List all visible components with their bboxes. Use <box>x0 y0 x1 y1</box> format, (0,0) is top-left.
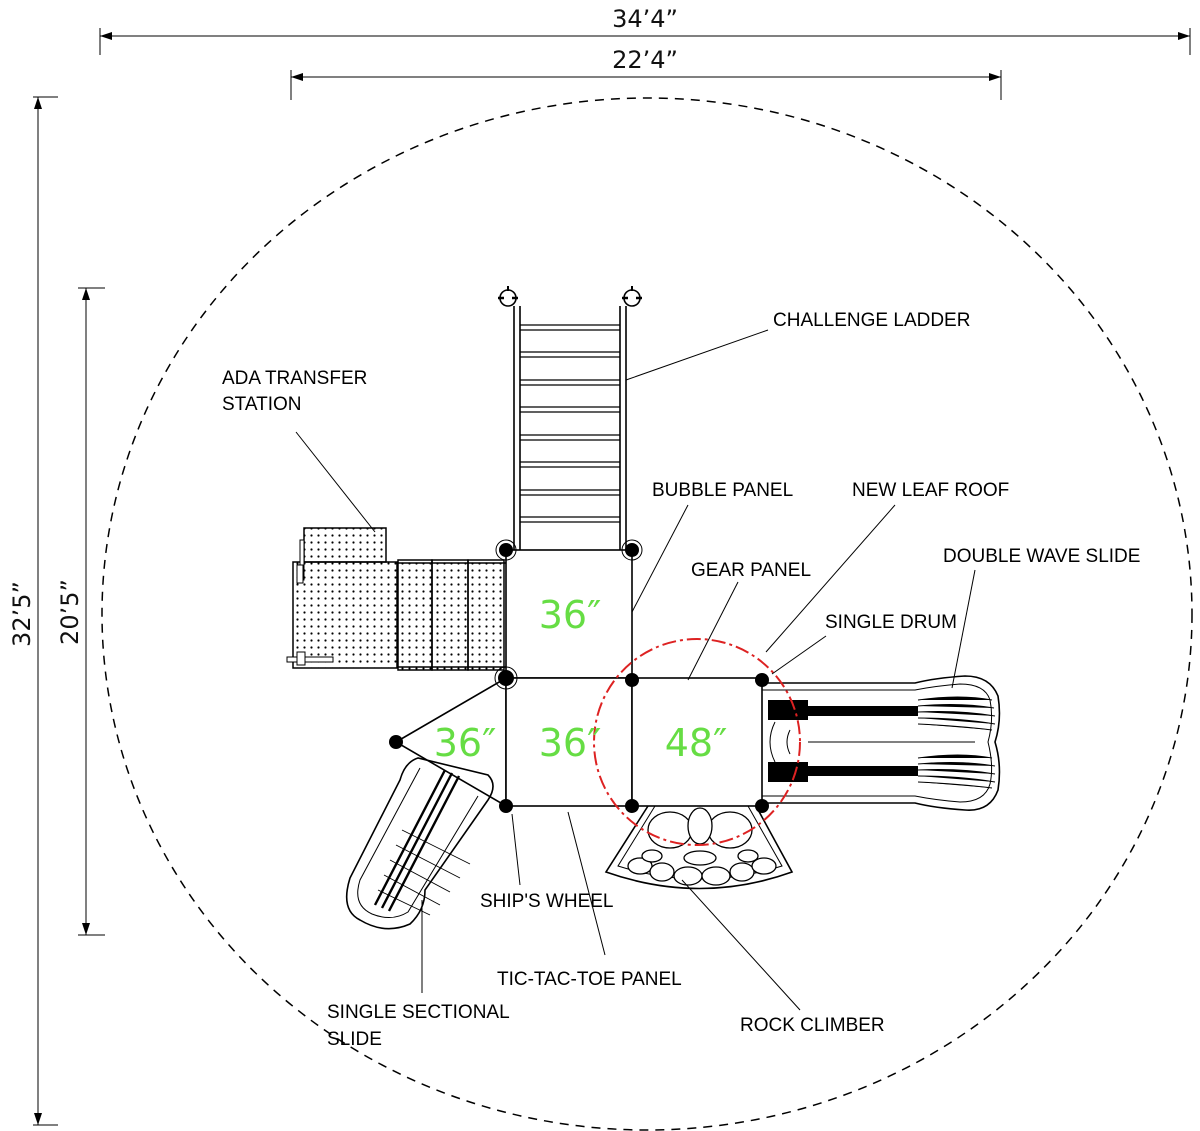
ada-transfer-label-line1: ADA TRANSFER <box>222 368 367 389</box>
double-wave-slide-label: DOUBLE WAVE SLIDE <box>943 546 1140 567</box>
single-sectional-label-line2: SLIDE <box>327 1029 382 1050</box>
single-sectional-slide <box>345 757 494 930</box>
challenge-ladder-label: CHALLENGE LADDER <box>773 310 970 331</box>
inner-width-label: 22’4” <box>612 46 678 74</box>
upper-deck-height: 36″ <box>539 593 602 637</box>
ships-wheel-label: SHIP'S WHEEL <box>480 891 614 912</box>
single-drum-label: SINGLE DRUM <box>825 612 957 633</box>
inner-depth-label: 20’5” <box>56 579 84 645</box>
overall-depth-dimension: 32’5” <box>8 96 58 1126</box>
overall-width-label: 34’4” <box>612 5 678 33</box>
overall-depth-label: 32’5” <box>8 581 36 647</box>
right-deck <box>631 677 763 807</box>
rock-climber <box>604 805 794 890</box>
triangle-deck-height: 36″ <box>434 721 497 765</box>
tic-tac-toe-panel-label: TIC-TAC-TOE PANEL <box>497 969 682 990</box>
rock-climber-label: ROCK CLIMBER <box>740 1015 885 1036</box>
right-deck-height: 48″ <box>665 721 728 765</box>
deck-posts <box>389 539 769 813</box>
new-leaf-roof-label: NEW LEAF ROOF <box>852 480 1009 501</box>
center-deck <box>505 677 633 807</box>
ada-transfer-label-line2: STATION <box>222 394 302 415</box>
ada-transfer-station <box>286 527 510 671</box>
bubble-panel-label: BUBBLE PANEL <box>652 480 793 501</box>
gear-panel-label: GEAR PANEL <box>691 560 811 581</box>
challenge-ladder <box>498 286 642 552</box>
center-deck-height: 36″ <box>539 721 602 765</box>
inner-depth-dimension: 20’5” <box>56 287 105 936</box>
use-zone-boundary <box>101 97 1193 1131</box>
leader-lines <box>295 329 976 1011</box>
new-leaf-roof-outline <box>593 638 801 846</box>
deck-outlines <box>394 549 763 808</box>
inner-width-dimension: 22’4” <box>290 46 1002 100</box>
single-sectional-label-line1: SINGLE SECTIONAL <box>327 1002 510 1023</box>
double-wave-slide <box>762 675 1001 811</box>
overall-width-dimension: 34’4” <box>99 5 1191 55</box>
